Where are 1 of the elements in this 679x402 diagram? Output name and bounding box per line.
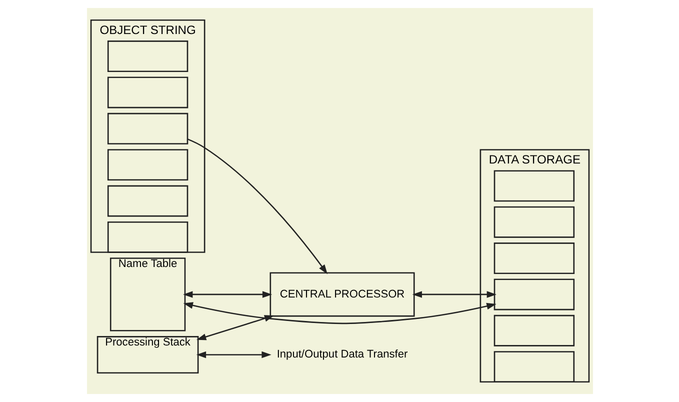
node-text: Input/Output Data Transfer (276, 348, 408, 361)
